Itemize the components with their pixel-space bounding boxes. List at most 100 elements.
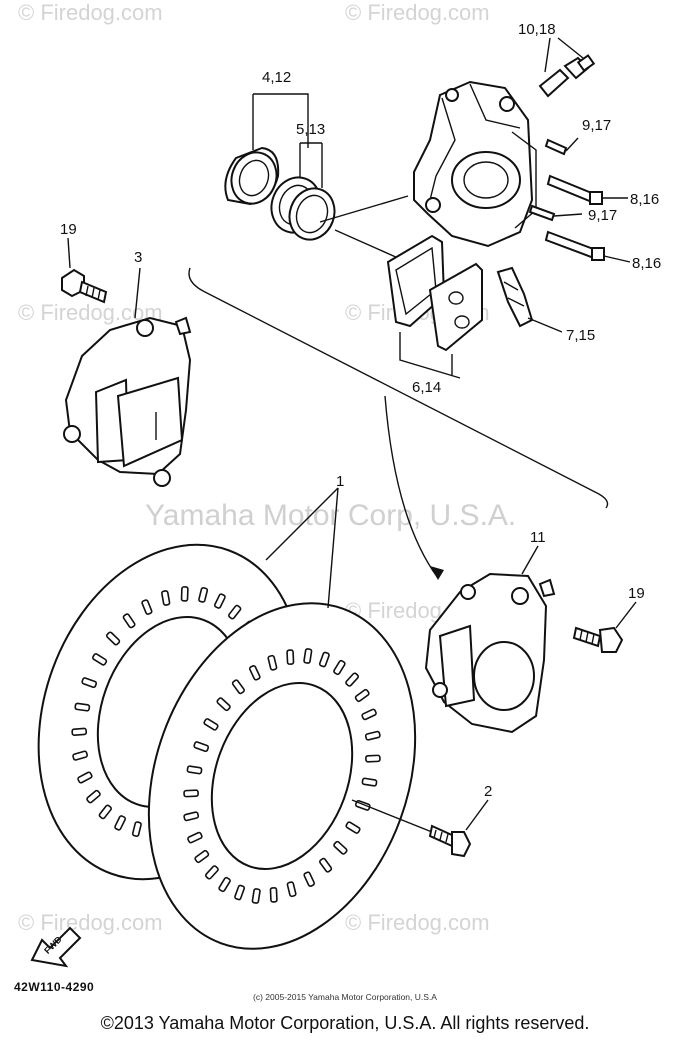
cooling-slot xyxy=(92,653,108,666)
piston-seals xyxy=(270,176,336,241)
cooling-slot xyxy=(269,887,278,903)
cooling-slot xyxy=(248,665,261,681)
assembly-arrow-line xyxy=(384,395,439,579)
assembly-line xyxy=(334,229,399,259)
piston xyxy=(224,146,280,206)
watermark-text: © Firedog.com xyxy=(18,0,163,25)
cooling-slot xyxy=(303,648,313,664)
cooling-slot xyxy=(214,593,226,609)
callout-leader xyxy=(327,487,339,609)
small-credit: (c) 2005-2015 Yamaha Motor Corporation, … xyxy=(253,992,437,1002)
cooling-slot xyxy=(333,840,348,855)
assembly-line xyxy=(319,195,409,223)
cooling-slot xyxy=(251,888,261,904)
callout-8-16-b: 8,16 xyxy=(632,255,661,272)
cooling-slot xyxy=(183,811,200,822)
brake-pads xyxy=(386,234,483,352)
cooling-slot xyxy=(183,789,199,798)
cooling-slot xyxy=(361,708,377,721)
cooling-slot xyxy=(318,651,330,668)
pad-spring xyxy=(496,266,534,328)
group-divider-line xyxy=(188,267,609,509)
cooling-slot xyxy=(122,613,136,629)
callout-9-17-b: 9,17 xyxy=(588,207,617,224)
callout-2: 2 xyxy=(484,783,492,800)
callout-4-12: 4,12 xyxy=(262,69,291,86)
cooling-slot xyxy=(365,754,381,763)
watermark-text: © Firedog.com xyxy=(18,910,163,935)
watermark-text: © Firedog.com xyxy=(345,910,490,935)
cooling-slot xyxy=(77,771,93,784)
callout-leader xyxy=(615,601,637,629)
cooling-slot xyxy=(114,815,126,831)
cooling-slot xyxy=(361,777,378,787)
cooling-slot xyxy=(234,884,246,901)
callout-8-16-a: 8,16 xyxy=(630,191,659,208)
cooling-slot xyxy=(364,730,381,741)
cooling-slot xyxy=(333,659,346,676)
cooling-slot xyxy=(216,697,231,712)
cooling-slot xyxy=(74,702,91,712)
callout-leader xyxy=(557,37,584,59)
callout-19-left: 19 xyxy=(60,221,77,238)
cooling-slot xyxy=(193,741,210,753)
cooling-slot xyxy=(86,789,101,804)
bracket-4-12 xyxy=(252,93,309,150)
cooling-slot xyxy=(303,871,316,887)
caliper-exploded xyxy=(413,80,537,248)
callout-3: 3 xyxy=(134,249,142,266)
cooling-slot xyxy=(187,831,203,844)
watermark-corp-text: Yamaha Motor Corp, U.S.A. xyxy=(145,499,516,532)
cooling-slot xyxy=(98,804,112,820)
callout-leader xyxy=(265,487,339,561)
watermark-text: © Firedog.com xyxy=(345,0,490,25)
mounting-bolt xyxy=(61,268,108,304)
callout-labels: 10,18 4,12 5,13 9,17 8,16 9,17 19 8,16 3… xyxy=(60,21,661,800)
cooling-slot xyxy=(81,677,98,689)
cooling-slot xyxy=(180,586,189,602)
bleed-screw xyxy=(538,54,596,98)
callout-leader xyxy=(544,37,551,73)
callout-leader xyxy=(521,545,539,575)
cooling-slot xyxy=(345,821,361,834)
cooling-slot xyxy=(161,590,171,606)
mounting-bolt xyxy=(572,626,624,653)
cooling-slot xyxy=(72,750,88,761)
callout-leader xyxy=(465,799,489,831)
cooling-slot xyxy=(186,765,203,775)
cooling-slot xyxy=(106,631,121,646)
part-code: 42W110-4290 xyxy=(14,980,95,994)
callout-9-17-a: 9,17 xyxy=(582,117,611,134)
caliper-pins xyxy=(528,137,631,263)
cooling-slot xyxy=(204,865,219,880)
callout-10-18: 10,18 xyxy=(518,21,556,38)
callout-6-14: 6,14 xyxy=(412,379,441,396)
cooling-slot xyxy=(231,679,245,695)
cooling-slot xyxy=(345,672,360,687)
cooling-slot xyxy=(198,587,209,603)
cooling-slot xyxy=(267,654,278,671)
caliper-left xyxy=(63,316,192,487)
copyright-text: ©2013 Yamaha Motor Corporation, U.S.A. A… xyxy=(100,1013,590,1033)
brake-disc-front xyxy=(147,602,417,950)
callout-leader xyxy=(134,267,141,319)
callout-1: 1 xyxy=(336,473,344,490)
cooling-slot xyxy=(218,876,231,893)
cooling-slot xyxy=(286,649,295,665)
caliper-right xyxy=(424,572,556,734)
cooling-slot xyxy=(131,821,142,837)
callout-5-13: 5,13 xyxy=(296,121,325,138)
cooling-slot xyxy=(141,599,153,615)
cooling-slot xyxy=(286,881,297,898)
callout-11: 11 xyxy=(530,529,546,546)
callout-19-right: 19 xyxy=(628,585,645,602)
cooling-slot xyxy=(203,718,219,731)
callout-leader xyxy=(527,317,563,333)
callout-7-15: 7,15 xyxy=(566,327,595,344)
bracket-6-14 xyxy=(399,332,461,379)
cooling-slot xyxy=(228,604,242,620)
bracket-5-13 xyxy=(299,142,323,188)
arrow-head xyxy=(430,566,444,580)
cooling-slot xyxy=(354,688,370,703)
